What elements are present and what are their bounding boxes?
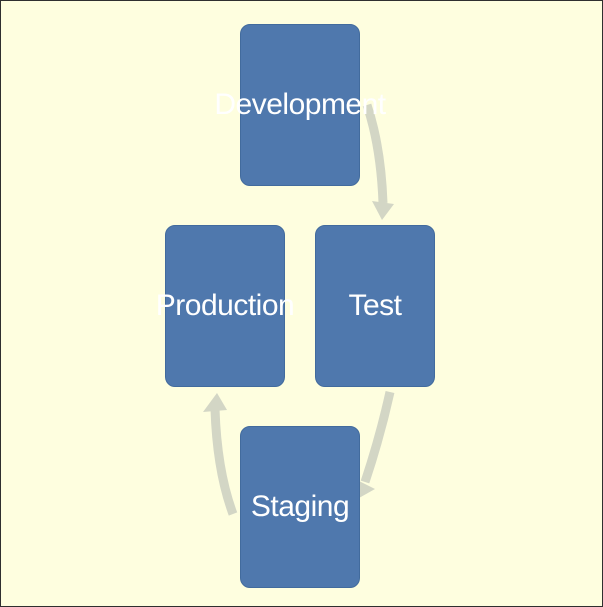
arrow-test-to-staging [360,391,395,484]
arrowhead-test [372,201,394,220]
production-box: Production [156,225,295,387]
development-box: Development [214,24,386,186]
test-label: Test [348,289,402,322]
staging-label: Staging [250,490,350,523]
staging-box: Staging [240,426,360,588]
development-label: Development [214,88,386,121]
production-label: Production [155,289,295,322]
arrow-development-to-test [362,103,388,204]
arrowhead-production [203,393,227,412]
test-box: Test [315,225,435,387]
arrow-staging-to-production [210,408,238,516]
arrowhead-staging [355,479,375,498]
